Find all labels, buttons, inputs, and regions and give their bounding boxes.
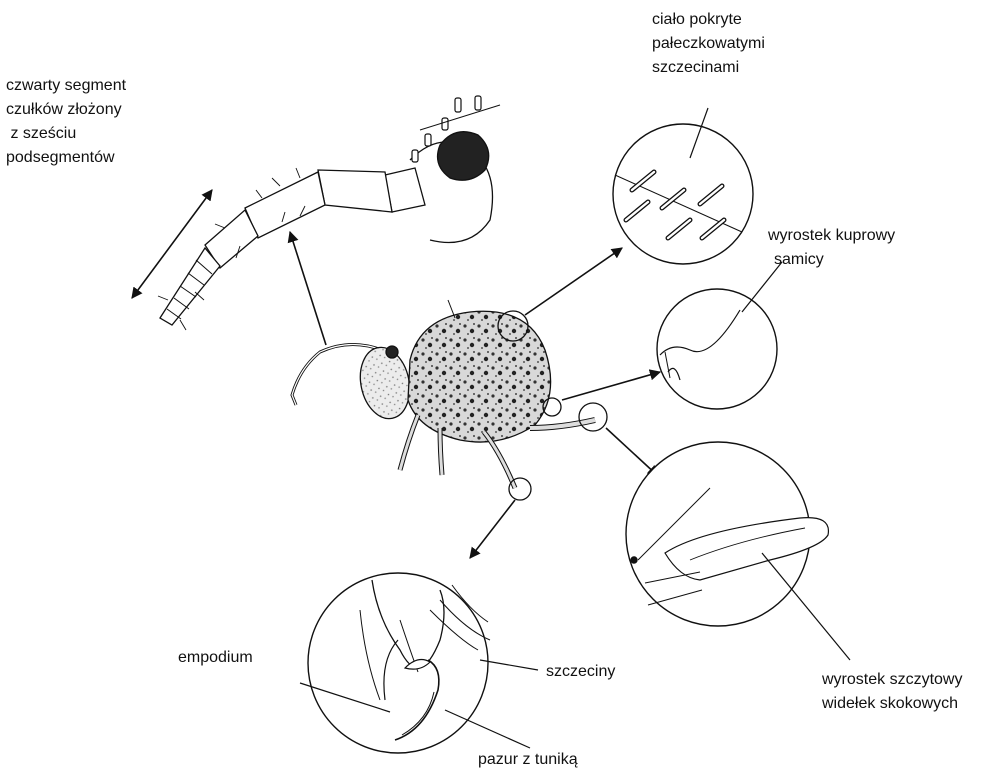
antenna-enlargement bbox=[158, 96, 500, 330]
head bbox=[354, 343, 416, 423]
body-setae-detail bbox=[613, 108, 753, 264]
label-claw-text: pazur z tuniką bbox=[478, 748, 578, 772]
pointer-setae bbox=[480, 660, 538, 670]
label-furca-tip-line: widełek skokowych bbox=[822, 692, 962, 716]
label-body-setae-line: ciało pokryte bbox=[652, 8, 765, 32]
label-empodium-text: empodium bbox=[178, 646, 253, 670]
eye-patch bbox=[438, 132, 489, 181]
label-body-setae: ciało pokryte pałeczkowatymi szczecinami bbox=[652, 8, 765, 80]
label-setae: szczeciny bbox=[546, 660, 615, 684]
arrow-to-antenna bbox=[290, 232, 326, 345]
label-female-process: wyrostek kuprowy samicy bbox=[768, 224, 895, 272]
label-furca-tip: wyrostek szczytowy widełek skokowych bbox=[822, 668, 962, 716]
label-antenna-line: czwarty segment bbox=[6, 74, 126, 98]
label-empodium: empodium bbox=[178, 646, 253, 670]
springtail-body bbox=[292, 300, 595, 488]
label-claw: pazur z tuniką bbox=[478, 748, 578, 772]
claw-detail bbox=[300, 573, 538, 753]
body-eye bbox=[386, 346, 398, 358]
label-antenna-line: podsegmentów bbox=[6, 146, 126, 170]
label-body-setae-line: pałeczkowatymi bbox=[652, 32, 765, 56]
label-furca-tip-line: wyrostek szczytowy bbox=[822, 668, 962, 692]
label-antenna: czwarty segment czułków złożony z sześci… bbox=[6, 74, 126, 170]
abdomen bbox=[408, 311, 551, 442]
label-female-process-line: samicy bbox=[768, 248, 895, 272]
label-setae-text: szczeciny bbox=[546, 660, 615, 684]
label-antenna-line: czułków złożony bbox=[6, 98, 126, 122]
label-antenna-line: z sześciu bbox=[6, 122, 126, 146]
furca-tip-detail bbox=[626, 442, 850, 660]
female-process-detail bbox=[657, 262, 782, 409]
label-female-process-line: wyrostek kuprowy bbox=[768, 224, 895, 248]
label-body-setae-line: szczecinami bbox=[652, 56, 765, 80]
